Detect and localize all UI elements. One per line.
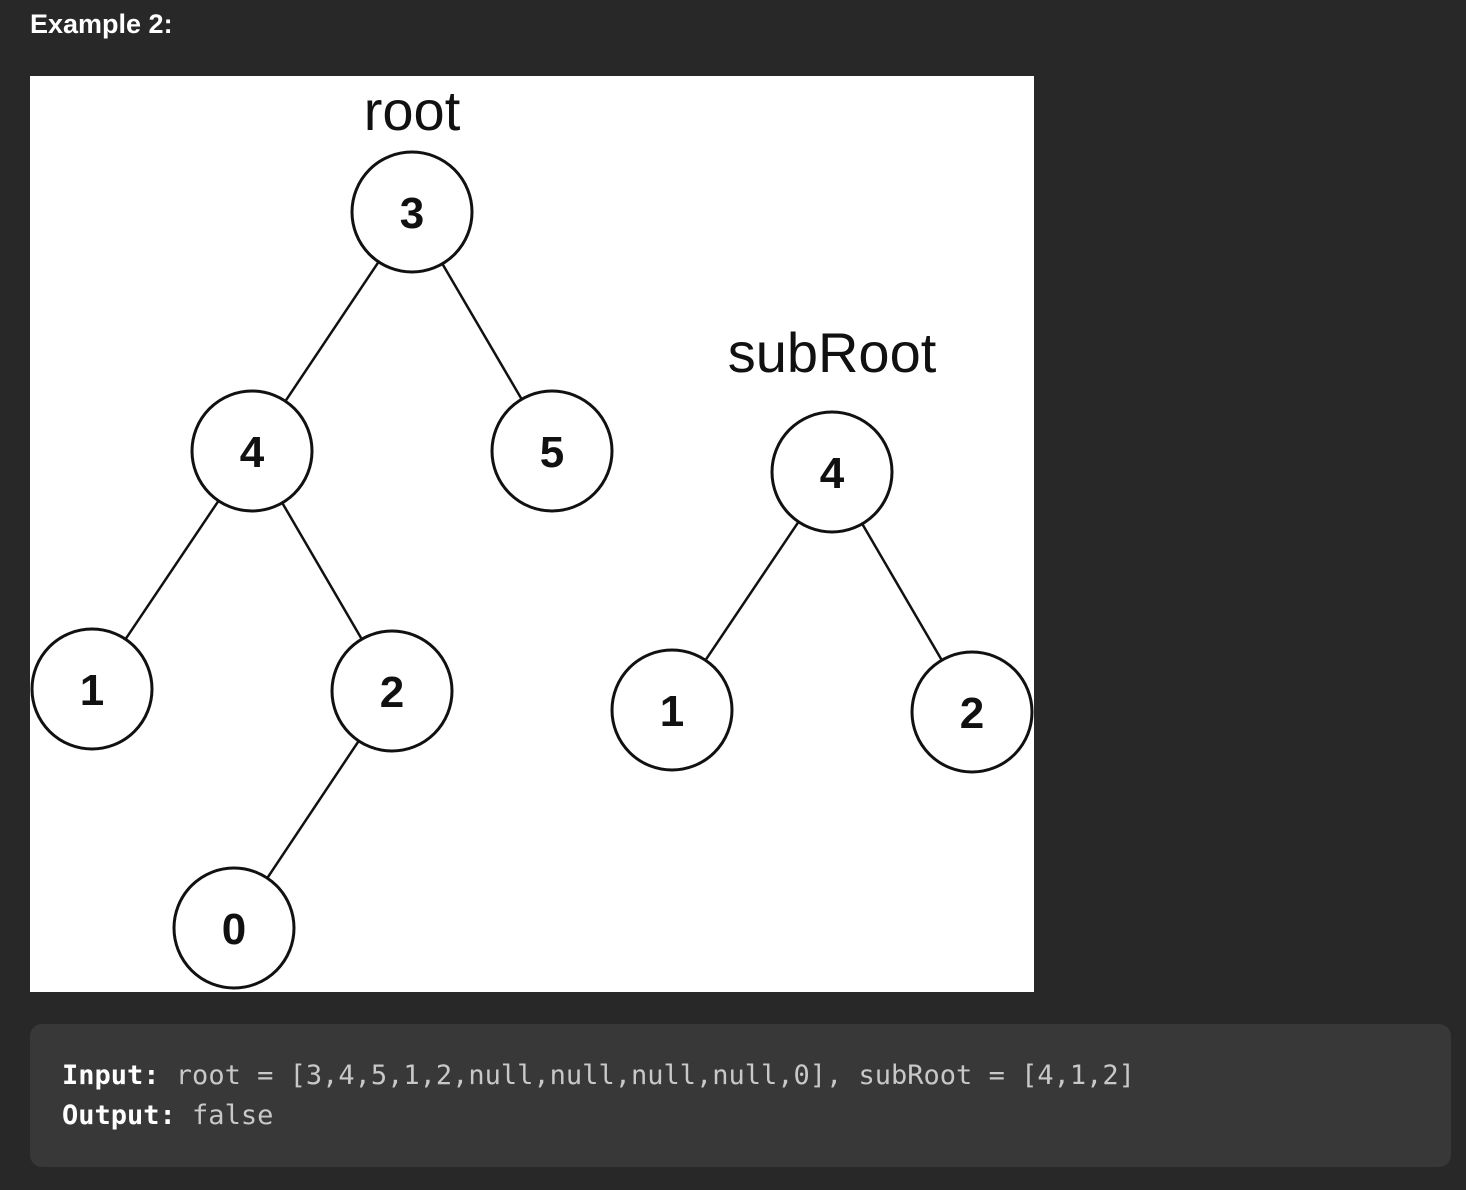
subroot-tree-node-s4: 4 — [770, 410, 894, 534]
tree-diagram: 3 4 5 1 2 0 4 1 2 root subRoot — [30, 79, 1034, 990]
root-tree-node-value: 2 — [380, 668, 404, 717]
subroot-tree-edge-s4-s1 — [704, 521, 800, 661]
output-value: false — [175, 1100, 274, 1131]
example-heading: Example 2: — [30, 9, 173, 39]
input-line: Input: root = [3,4,5,1,2,null,null,null,… — [62, 1056, 1135, 1096]
subroot-tree-node-circle — [610, 648, 734, 772]
subroot-label: subRoot — [728, 321, 937, 384]
subroot-tree-node-s2: 2 — [910, 650, 1034, 774]
nodes-layer: 3 4 5 1 2 0 4 1 2 — [30, 150, 1034, 990]
input-value: root = [3,4,5,1,2,null,null,null,null,0]… — [159, 1060, 1135, 1091]
root-tree-node-circle — [190, 389, 314, 513]
root-tree-node-r1: 1 — [30, 627, 154, 751]
root-tree-node-r2: 2 — [330, 629, 454, 753]
root-tree-node-r5: 5 — [490, 389, 614, 513]
root-tree-node-value: 1 — [80, 666, 104, 715]
subroot-tree-edge-s4-s2 — [861, 523, 943, 661]
input-label: Input: — [62, 1060, 160, 1091]
root-tree-node-r4: 4 — [190, 389, 314, 513]
root-tree-node-value: 0 — [222, 905, 246, 954]
root-tree-node-circle — [172, 866, 296, 990]
root-tree-edge-r4-r1 — [124, 500, 220, 640]
root-tree-node-value: 4 — [240, 428, 265, 477]
root-tree-edge-r4-r2 — [281, 502, 363, 640]
root-tree-node-value: 3 — [400, 189, 424, 238]
root-tree-node-circle — [330, 629, 454, 753]
output-line: Output: false — [62, 1096, 273, 1136]
root-tree-node-circle — [350, 150, 474, 274]
subroot-tree-node-value: 1 — [660, 687, 684, 736]
edges-layer — [124, 261, 943, 879]
subroot-tree-node-value: 4 — [820, 449, 845, 498]
example-code-box: Input: root = [3,4,5,1,2,null,null,null,… — [30, 1024, 1451, 1167]
root-tree-node-r0: 0 — [172, 866, 296, 990]
root-tree-node-circle — [30, 627, 154, 751]
root-tree-edge-r3-r5 — [441, 263, 523, 400]
root-tree-node-value: 5 — [540, 428, 564, 477]
subroot-tree-node-circle — [910, 650, 1034, 774]
root-tree-node-circle — [490, 389, 614, 513]
subroot-tree-node-value: 2 — [960, 689, 984, 738]
root-tree-edge-r3-r4 — [284, 261, 380, 402]
output-label: Output: — [62, 1100, 176, 1131]
subroot-tree-node-s1: 1 — [610, 648, 734, 772]
tree-figure: 3 4 5 1 2 0 4 1 2 root subRoot — [30, 76, 1034, 992]
root-tree-node-r3: 3 — [350, 150, 474, 274]
root-tree-edge-r2-r0 — [266, 740, 360, 879]
subroot-tree-node-circle — [770, 410, 894, 534]
root-label: root — [364, 79, 461, 142]
